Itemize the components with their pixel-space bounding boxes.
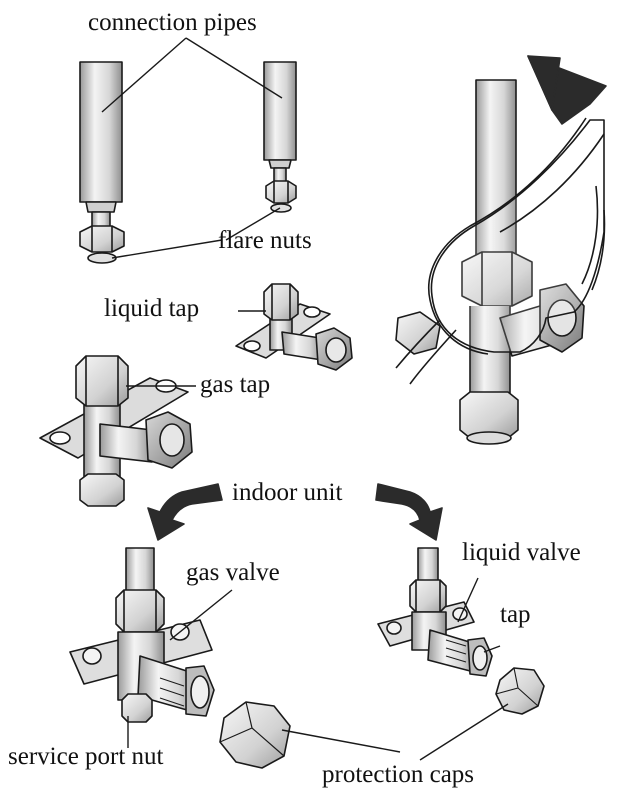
protection-cap-large	[219, 701, 291, 769]
label-flare-nuts: flare nuts	[218, 227, 312, 254]
label-service-port-nut: service port nut	[8, 743, 164, 770]
flare-nut-left	[79, 225, 125, 264]
wrench-illustration	[395, 79, 606, 445]
arrow-to-gas-valve-icon	[147, 483, 223, 541]
connection-pipe-right	[263, 61, 297, 183]
flare-nut-right	[265, 180, 297, 213]
label-tap: tap	[500, 601, 531, 628]
label-liquid-valve: liquid valve	[462, 539, 581, 566]
label-indoor-unit: indoor unit	[232, 479, 343, 506]
liquid-tap-part	[235, 283, 353, 371]
label-liquid-tap: liquid tap	[104, 295, 200, 322]
liquid-valve-part	[377, 547, 493, 677]
label-gas-valve: gas valve	[186, 559, 280, 586]
protection-cap-small	[495, 667, 545, 715]
arrow-to-liquid-valve-icon	[375, 483, 443, 541]
rotation-arrow-icon	[527, 55, 607, 125]
connection-pipe-left	[79, 61, 123, 231]
label-protection-caps: protection caps	[322, 761, 475, 788]
gas-tap-part	[39, 355, 193, 507]
gas-valve-part	[69, 547, 215, 723]
label-gas-tap: gas tap	[200, 371, 271, 398]
label-connection-pipes: connection pipes	[88, 9, 257, 36]
leader-lines	[101, 37, 509, 761]
